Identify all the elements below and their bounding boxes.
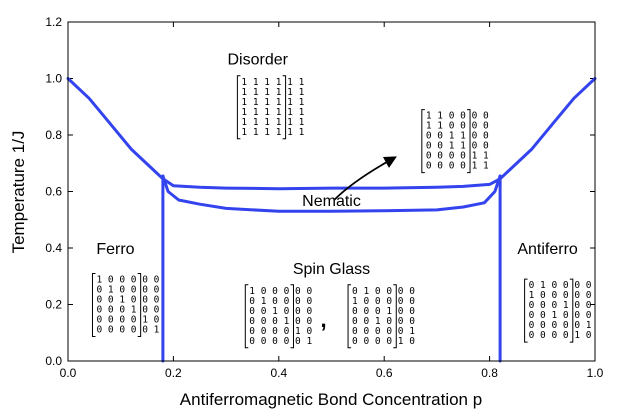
x-tick-label: 0.4 (270, 366, 287, 380)
region-label-ferro: Ferro (96, 241, 134, 258)
nematic-matrix-row: 0 0 0 0 1 1 (426, 161, 489, 172)
plot-frame (67, 21, 596, 362)
ferro-matrix-row: 0 0 0 0 1 0 (96, 315, 159, 326)
antiferro-matrix-bracket-left (524, 278, 528, 343)
spinglass-matrix-b-row: 0 0 0 0 1 0 (352, 336, 415, 347)
y-tick-label: 0.8 (45, 128, 62, 142)
ferro-matrix-row: 0 0 0 0 0 1 (96, 325, 159, 336)
y-tick-label: 1.2 (45, 15, 62, 29)
region-label-disorder: Disorder (227, 52, 288, 69)
x-tick-label: 1.0 (587, 366, 604, 380)
spinglass-matrix-a-row: 0 0 0 0 1 0 (249, 326, 312, 337)
spinglass-matrix-b-row: 0 0 0 0 0 1 (352, 326, 415, 337)
x-tick-label: 0.8 (481, 366, 498, 380)
y-tick-label: 1.0 (45, 72, 62, 86)
nematic-matrix-bracket-right (467, 109, 471, 174)
y-tick-label: 0.4 (45, 241, 62, 255)
antiferro-matrix-row: 0 0 0 1 0 0 (529, 300, 592, 311)
spinglass-matrix-a-row: 0 0 0 0 0 1 (249, 336, 312, 347)
disorder-matrix-row: 1 1 1 1 1 1 (241, 87, 304, 98)
spinglass-separator: , (321, 307, 327, 332)
antiferro-matrix-row: 0 0 0 0 1 0 (529, 330, 592, 341)
disorder-matrix-bracket-left (236, 75, 241, 140)
antiferro-matrix-row: 0 0 1 0 0 0 (529, 310, 592, 321)
spinglass-matrix-a-bracket-left (244, 284, 249, 349)
phase-boundary-line-2 (161, 174, 502, 213)
nematic-matrix-row: 0 0 1 1 0 0 (426, 131, 489, 142)
ferro-matrix-bracket-left (91, 273, 96, 337)
y-axis-label: Temperature 1/J (9, 131, 28, 254)
disorder-matrix-row: 1 1 1 1 1 1 (241, 107, 304, 118)
x-axis-label: Antiferromagnetic Bond Concentration p (180, 390, 482, 409)
phase-boundary-line-1 (66, 77, 597, 191)
ferro-matrix-row: 1 0 0 0 0 0 (96, 275, 159, 286)
nematic-matrix-row: 1 1 0 0 0 0 (426, 111, 489, 122)
region-label-spin-glass: Spin Glass (293, 261, 370, 278)
antiferro-matrix-bracket-right (569, 278, 574, 343)
spinglass-matrix-a-row: 1 0 0 0 0 0 (249, 286, 312, 297)
ferro-matrix-bracket-right (137, 273, 142, 337)
disorder-matrix-row: 1 1 1 1 1 1 (241, 77, 304, 88)
spinglass-matrix-b-bracket-right (393, 284, 397, 349)
spinglass-matrix-b-row: 0 0 0 1 0 0 (352, 306, 415, 317)
disorder-matrix-bracket-right (282, 75, 287, 140)
spinglass-matrix-a-row: 0 0 0 1 0 0 (249, 316, 312, 327)
disorder-matrix-row: 1 1 1 1 1 1 (241, 97, 304, 108)
ferro-matrix-row: 0 0 0 1 0 0 (96, 305, 159, 316)
y-tick-label: 0.2 (45, 298, 62, 312)
x-tick-label: 0.0 (60, 366, 77, 380)
antiferro-matrix-row: 0 0 0 0 0 1 (529, 320, 592, 331)
spinglass-matrix-b-bracket-left (347, 284, 352, 349)
ferro-matrix-row: 0 0 1 0 0 0 (96, 295, 159, 306)
y-tick-label: 0.0 (45, 354, 62, 368)
spinglass-matrix-b-row: 0 0 1 0 0 0 (352, 316, 415, 327)
spinglass-matrix-a-row: 0 1 0 0 0 0 (249, 296, 312, 307)
spinglass-matrix-a-bracket-right (290, 284, 294, 349)
x-tick-label: 0.6 (376, 366, 393, 380)
spinglass-matrix-b-row: 0 1 0 0 0 0 (352, 286, 415, 297)
y-tick-label: 0.6 (45, 185, 62, 199)
antiferro-matrix-row: 0 1 0 0 0 0 (529, 280, 592, 291)
nematic-matrix-row: 0 0 1 1 0 0 (426, 141, 489, 152)
region-label-antiferro: Antiferro (517, 241, 578, 258)
nematic-arrow (333, 156, 397, 201)
spinglass-matrix-b-row: 1 0 0 0 0 0 (352, 296, 415, 307)
disorder-matrix-row: 1 1 1 1 1 1 (241, 127, 304, 138)
ferro-matrix-row: 0 1 0 0 0 0 (96, 285, 159, 296)
region-label-nematic: Nematic (302, 193, 361, 210)
spinglass-matrix-a-row: 0 0 1 0 0 0 (249, 306, 312, 317)
nematic-matrix-row: 0 0 0 0 1 1 (426, 151, 489, 162)
x-tick-label: 0.2 (165, 366, 182, 380)
nematic-matrix-bracket-left (421, 109, 425, 174)
disorder-matrix-row: 1 1 1 1 1 1 (241, 117, 304, 128)
antiferro-matrix-row: 1 0 0 0 0 0 (529, 290, 592, 301)
nematic-matrix-row: 1 1 0 0 0 0 (426, 121, 489, 132)
